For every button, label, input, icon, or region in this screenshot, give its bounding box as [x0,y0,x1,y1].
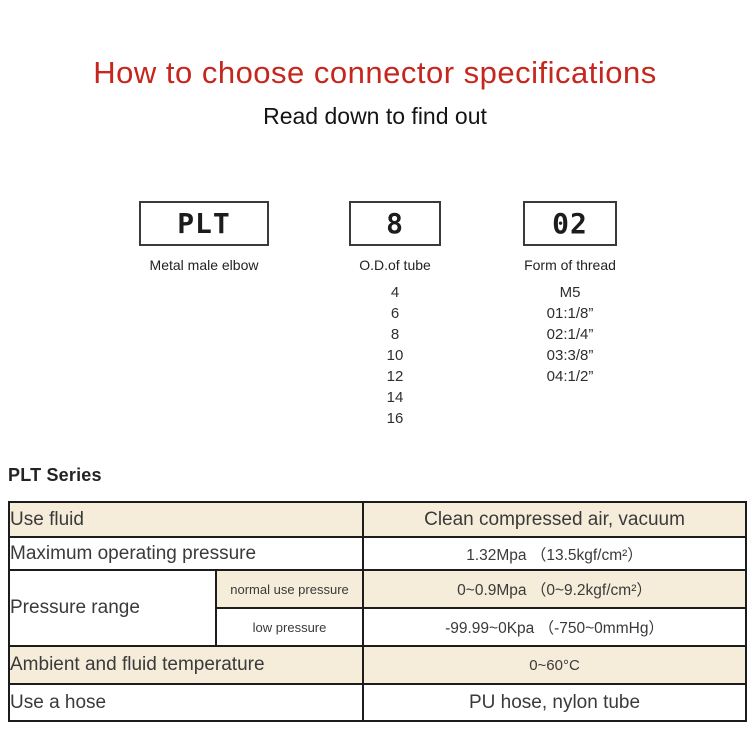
tube-code-label: O.D.of tube [359,257,431,273]
spec-sublabel-low-pressure: low pressure [214,607,365,647]
thread-form-list: M5 01:1/8” 02:1/4” 03:3/8” 04:1/2” [523,282,617,387]
tube-size-list: 4 6 8 10 12 14 16 [349,282,441,429]
spec-value-max-pressure: 1.32Mpa （13.5kgf/cm²） [362,536,748,571]
spec-value-low-pressure: -99.99~0Kpa （-750~0mmHg） [362,607,748,647]
tube-size-item: 4 [390,284,400,301]
spec-row-max-pressure: Maximum operating pressure 1.32Mpa （13.5… [7,536,748,571]
page-title: How to choose connector specifications [93,55,657,90]
spec-row-low-pressure: low pressure -99.99~0Kpa （-750~0mmHg） [9,607,748,647]
spec-row-use-fluid: Use fluid Clean compressed air, vacuum [7,501,748,538]
thread-code-label: Form of thread [524,257,616,273]
spec-table: Use fluid Clean compressed air, vacuum M… [7,501,748,722]
model-code-box: PLT [139,201,269,246]
tube-size-item: 10 [386,347,404,364]
spec-value-normal-pressure: 0~0.9Mpa （0~9.2kgf/cm²） [362,569,748,609]
thread-form-item: 01:1/8” [546,305,594,322]
code-column-tube: 8 O.D.of tube 4 6 8 10 12 14 16 [349,201,441,429]
series-heading: PLT Series [8,465,102,485]
thread-form-item: 04:1/2” [546,368,594,385]
thread-code-box: 02 [523,201,617,246]
tube-size-item: 12 [386,368,404,385]
spec-value-use-fluid: Clean compressed air, vacuum [362,501,748,538]
tube-code-box: 8 [349,201,441,246]
spec-label-temperature: Ambient and fluid temperature [7,645,365,685]
spec-value-hose: PU hose, nylon tube [362,683,748,722]
spec-row-temperature: Ambient and fluid temperature 0~60°C [7,645,748,685]
tube-size-item: 6 [390,305,400,322]
tube-size-item: 14 [386,389,404,406]
spec-label-max-pressure: Maximum operating pressure [7,536,365,571]
thread-form-item: 02:1/4” [546,326,594,343]
spec-row-hose: Use a hose PU hose, nylon tube [7,683,748,722]
spec-value-temperature: 0~60°C [362,645,748,685]
model-code-label: Metal male elbow [149,257,259,273]
page-subtitle: Read down to find out [263,103,487,129]
code-column-thread: 02 Form of thread M5 01:1/8” 02:1/4” 03:… [523,201,617,387]
spec-sublabel-normal-pressure: normal use pressure [214,569,365,609]
spec-label-hose: Use a hose [7,683,365,722]
thread-form-item: 03:3/8” [546,347,594,364]
tube-size-item: 16 [386,410,404,427]
spec-label-pressure-range: Pressure range [8,569,217,647]
thread-form-item: M5 [559,284,581,301]
tube-size-item: 8 [390,326,400,343]
spec-row-normal-pressure: Pressure range normal use pressure 0~0.9… [8,569,748,647]
code-column-model: PLT Metal male elbow [139,201,269,273]
spec-label-use-fluid: Use fluid [7,501,365,538]
